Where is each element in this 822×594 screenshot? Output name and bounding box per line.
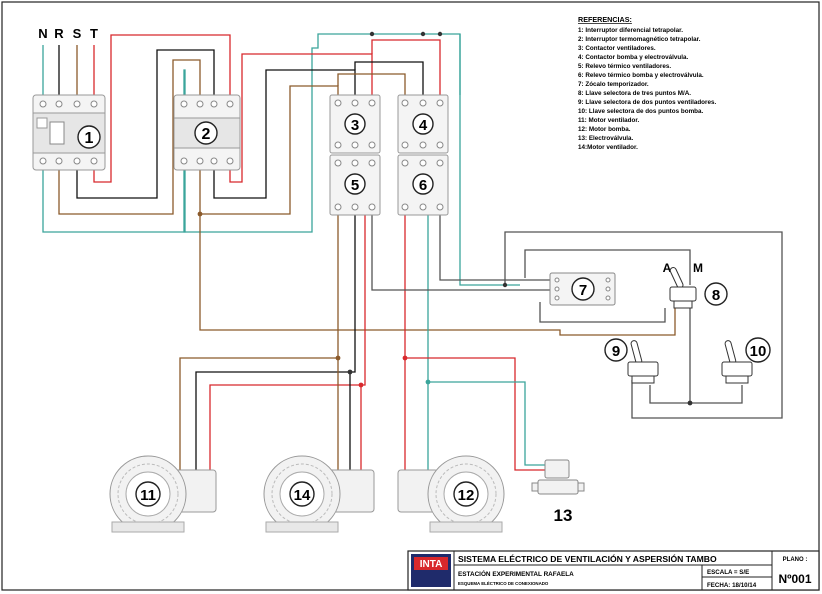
junction-dot: [335, 355, 341, 361]
junction-dots: [197, 31, 693, 406]
wire-r-1-to-2: [76, 49, 215, 199]
junction-dot: [502, 282, 508, 288]
solenoid-valve-13: 13: [531, 459, 585, 525]
references-title: REFERENCIAS:: [578, 15, 632, 24]
component-label-12: 12: [458, 487, 475, 504]
date-field: FECHA: 18/10/14: [707, 582, 757, 589]
junction-dot: [402, 355, 408, 361]
control-wire-b: [439, 215, 560, 281]
thermal-relay-6: 6: [397, 154, 449, 216]
control-wire-h: [631, 380, 760, 419]
component-label-11: 11: [140, 487, 156, 504]
reference-item: 11: Motor ventilador.: [578, 117, 639, 124]
plan-label: PLANO :: [783, 557, 808, 563]
contactor-3: 3: [329, 94, 381, 154]
wire-r-to-contactor-4: [354, 61, 424, 95]
junction-dot: [369, 31, 375, 37]
reference-item: 14:Motor ventilador.: [578, 144, 638, 151]
reference-item: 9: Llave selectora de dos puntos ventila…: [578, 99, 716, 106]
wire-s-2-to-contactors: [199, 85, 339, 215]
contactor-4: 4: [397, 94, 449, 154]
phase-label-s: S: [73, 26, 82, 41]
drawing-title: SISTEMA ELÉCTRICO DE VENTILACIÓN Y ASPER…: [458, 553, 717, 564]
phase-label-t: T: [90, 26, 98, 41]
wire-t-to-valve-13: [405, 357, 545, 471]
wire-t-to-contactor-4: [371, 39, 441, 95]
motor-12: 12: [397, 455, 505, 533]
junction-dot: [420, 31, 426, 37]
component-label-6: 6: [419, 177, 427, 194]
reference-item: 2: Interruptor termomagnético tetrapolar…: [578, 36, 701, 43]
reference-item: 7: Zócalo temporizador.: [578, 81, 649, 88]
wire-s-control: [199, 214, 676, 336]
wire-s-to-contactor-4: [337, 73, 406, 95]
selector-switch-9: 9: [604, 338, 659, 384]
selector-switch-10: 10: [721, 337, 771, 384]
reference-item: 13: Electroválvula.: [578, 135, 634, 142]
component-label-10: 10: [750, 343, 767, 360]
timer-socket-7: 7: [549, 272, 616, 306]
differential-switch-1: 1: [32, 94, 106, 171]
component-label-1: 1: [85, 130, 94, 147]
reference-item: 1: Interruptor diferencial tetrapolar.: [578, 27, 683, 34]
component-label-13: 13: [554, 506, 573, 525]
junction-dot: [425, 379, 431, 385]
component-label-2: 2: [202, 126, 211, 143]
plan-number: Nº001: [778, 572, 811, 586]
control-wire-d: [524, 249, 691, 285]
references-legend: REFERENCIAS: 1: Interruptor diferencial …: [578, 15, 716, 151]
logo-text: INTA: [420, 559, 443, 570]
motor-14: 14: [263, 455, 375, 533]
wire-n-to-valve-13: [428, 381, 545, 466]
motor-11: 11: [109, 455, 217, 533]
scale-field: ESCALA = S/E: [707, 569, 749, 576]
control-wire-a: [371, 215, 560, 291]
component-label-8: 8: [712, 287, 720, 304]
wire-n-control: [459, 34, 520, 286]
junction-dot: [437, 31, 443, 37]
thermomagnetic-switch-2: 2: [173, 94, 241, 171]
junction-dot: [197, 211, 203, 217]
wire-s-to-motor-11: [179, 215, 339, 478]
reference-item: 4: Contactor bomba y electroválvula.: [578, 54, 688, 61]
junction-dot: [687, 400, 693, 406]
phase-label-n: N: [38, 26, 47, 41]
control-wire-c: [504, 231, 783, 419]
drawing-subtitle: ESTACIÓN EXPERIMENTAL RAFAELA: [458, 569, 574, 578]
wire-t-1-to-2: [93, 34, 231, 183]
title-block: INTA SISTEMA ELÉCTRICO DE VENTILACIÓN Y …: [407, 550, 820, 591]
wire-s-1-to-2: [58, 59, 201, 215]
component-label-14: 14: [294, 487, 311, 504]
drawing-caption: ESQUEMA ELÉCTRICO DE CONEXIONADO: [458, 581, 549, 586]
control-wire-g: [690, 385, 743, 404]
reference-item: 10: Llave selectora de dos puntos bomba.: [578, 108, 704, 115]
selector-switch-8: A M 8: [663, 261, 728, 309]
component-label-9: 9: [612, 343, 620, 360]
component-label-5: 5: [351, 177, 359, 194]
component-label-3: 3: [351, 117, 359, 134]
control-wire-f: [649, 308, 691, 404]
phase-label-r: R: [54, 26, 64, 41]
wire-t-2-to-contactors: [229, 53, 373, 183]
reference-item: 5: Relevo térmico ventiladores.: [578, 63, 671, 70]
component-label-4: 4: [419, 117, 428, 134]
reference-item: 3: Contactor ventiladores.: [578, 45, 656, 52]
junction-dot: [358, 382, 364, 388]
component-label-7: 7: [579, 282, 587, 299]
selector-label-m: M: [693, 261, 703, 275]
control-wire-e: [539, 302, 666, 323]
thermal-relay-5: 5: [329, 154, 381, 216]
wire-n-2-to-contactors: [183, 33, 461, 233]
wire-t-to-motor-11: [209, 215, 366, 478]
selector-label-a: A: [663, 261, 672, 275]
reference-item: 6: Relevo térmico bomba y electroválvula…: [578, 72, 704, 79]
reference-item: 8: Llave selectora de tres puntos M/A.: [578, 90, 691, 97]
junction-dot: [347, 369, 353, 375]
wire-r-to-motor-11: [195, 215, 356, 478]
reference-item: 12: Motor bomba.: [578, 126, 631, 133]
